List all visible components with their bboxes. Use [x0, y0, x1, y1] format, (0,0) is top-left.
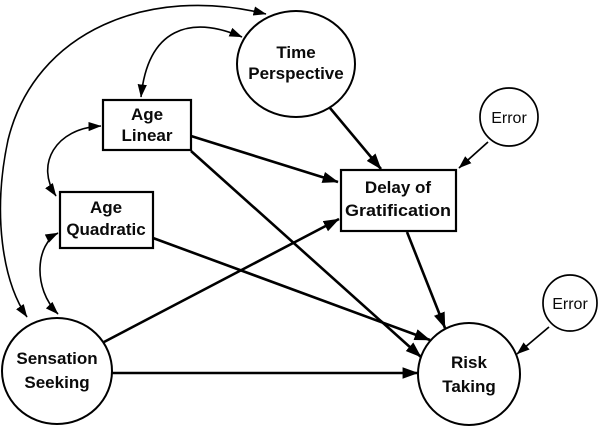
node-labels: Time Perspective Age Linear Age Quadrati… [16, 43, 588, 396]
node-delay-of-gratification-rect [339, 168, 458, 233]
node-risk-taking-circle [417, 322, 521, 426]
edge-error-top-to-delay-of-gratification-arrow [458, 141, 489, 169]
node-sensation-seeking-label-line2: Seeking [24, 373, 89, 392]
node-risk-taking-label-line1: Risk [451, 353, 487, 372]
node-delay-of-gratification-label-line1: Delay of [365, 178, 431, 197]
node-error-top-circle [479, 87, 539, 147]
edge-time-perspective-to-delay-of-gratification-arrow [329, 107, 382, 170]
edge-delay-of-gratification-to-risk-taking-arrow [405, 231, 447, 329]
edge-sensation-seeking-time-perspective-correlation-arrow [0, 4, 267, 318]
node-error-bottom-circle [542, 274, 598, 332]
node-error-top-label: Error [491, 110, 527, 127]
edge-age-linear-age-quadratic-correlation-arrow [45, 121, 102, 197]
node-risk-taking-label-line2: Taking [442, 377, 496, 396]
node-age-quadratic-rect [58, 190, 155, 250]
node-age-linear-rect [101, 98, 193, 152]
edge-age-quadratic-sensation-seeking-correlation-arrow [39, 232, 59, 315]
node-age-quadratic-label-line2: Quadratic [66, 220, 145, 239]
node-sensation-seeking-label-line1: Sensation [16, 349, 97, 368]
node-time-perspective-label-line1: Time [276, 43, 315, 62]
edge-age-linear-to-delay-of-gratification-arrow [190, 134, 339, 184]
structural-paths [103, 107, 550, 379]
node-sensation-seeking-circle [1, 317, 113, 425]
node-time-perspective-circle [236, 10, 356, 118]
node-time-perspective-label-line2: Perspective [248, 64, 343, 83]
node-shapes [1, 10, 598, 426]
node-age-quadratic-label-line1: Age [90, 198, 122, 217]
edge-age-quadratic-to-risk-taking-arrow [152, 236, 431, 342]
node-age-linear-label-line1: Age [131, 105, 163, 124]
edge-sensation-seeking-to-delay-of-gratification-arrow [103, 217, 340, 344]
correlation-curves [0, 4, 267, 318]
node-delay-of-gratification-label-line2: Gratification [345, 201, 451, 220]
node-age-linear-label-line2: Linear [121, 126, 172, 145]
node-error-bottom-label: Error [552, 296, 588, 313]
edge-error-bottom-to-risk-taking-arrow [516, 326, 550, 355]
edge-age-linear-time-perspective-correlation-arrow [137, 26, 243, 98]
